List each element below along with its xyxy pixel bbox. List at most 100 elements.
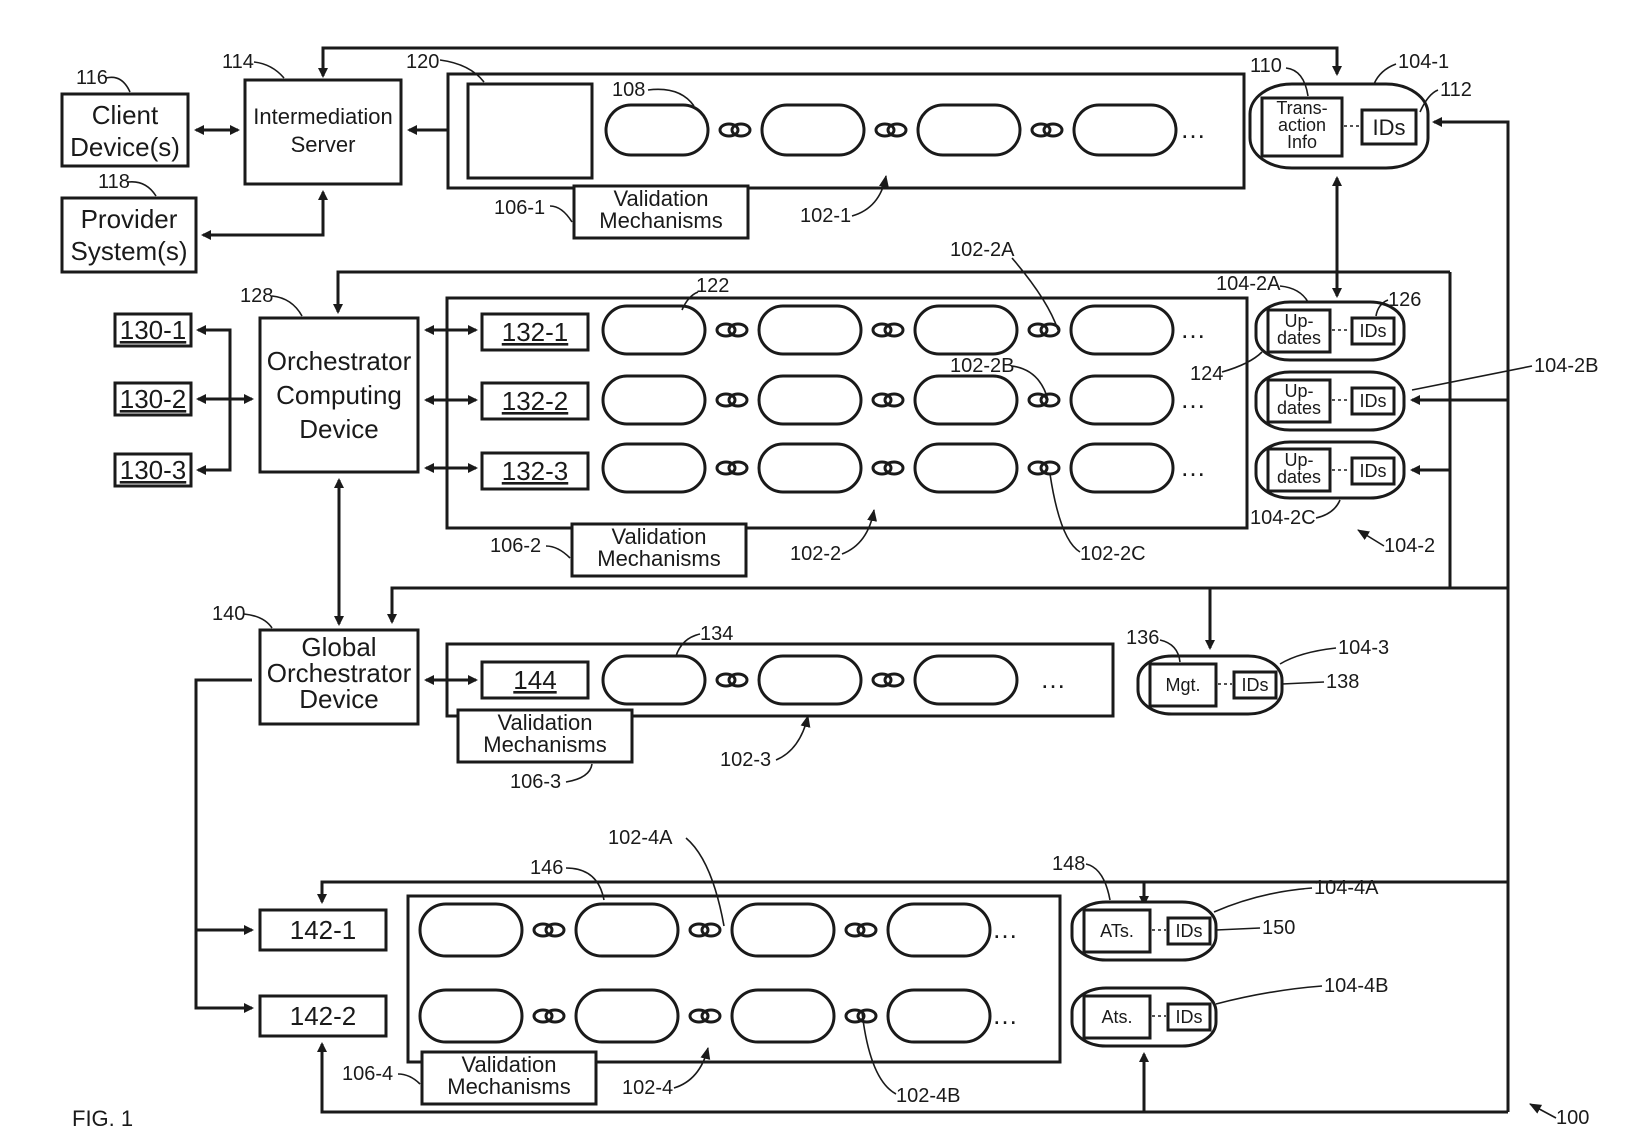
ref-106-1: 106-1 bbox=[494, 197, 545, 219]
ref-104-2C: 104-2C bbox=[1250, 507, 1316, 529]
node-130-2: 130-2 bbox=[115, 383, 191, 415]
svg-text:IDs: IDs bbox=[1373, 115, 1406, 140]
chain-ellipsis: … bbox=[1180, 452, 1206, 482]
svg-text:IDs: IDs bbox=[1360, 461, 1387, 481]
client-device-label-1: Client bbox=[92, 100, 159, 130]
ref-140: 140 bbox=[212, 603, 245, 625]
svg-text:Ats.: Ats. bbox=[1101, 1007, 1132, 1027]
ref-104-2A: 104-2A bbox=[1216, 273, 1281, 295]
svg-text:142-1: 142-1 bbox=[290, 915, 357, 945]
svg-text:dates: dates bbox=[1277, 398, 1321, 418]
validation-106-1: Validation Mechanisms bbox=[574, 186, 748, 238]
node-132-2: 132-2 bbox=[482, 383, 588, 419]
store-104-4A: ATs. IDs bbox=[1072, 902, 1216, 960]
ref-134: 134 bbox=[700, 623, 733, 645]
store-104-2B: Up- dates IDs bbox=[1256, 372, 1404, 430]
chain-block bbox=[759, 306, 861, 354]
client-device-label-2: Device(s) bbox=[70, 132, 180, 162]
svg-text:Mechanisms: Mechanisms bbox=[597, 546, 720, 571]
ref-112: 112 bbox=[1440, 79, 1472, 101]
svg-text:ATs.: ATs. bbox=[1100, 921, 1134, 941]
chain-block bbox=[915, 656, 1017, 704]
svg-text:144: 144 bbox=[513, 665, 556, 695]
ref-104-2: 104-2 bbox=[1384, 535, 1435, 557]
client-device-box: Client Device(s) bbox=[62, 94, 188, 166]
svg-text:132-2: 132-2 bbox=[502, 386, 569, 416]
provider-system-label-1: Provider bbox=[81, 204, 178, 234]
ref-102-4A: 102-4A bbox=[608, 827, 673, 849]
chain-ellipsis: … bbox=[1180, 114, 1206, 144]
ref-104-2B: 104-2B bbox=[1534, 355, 1599, 377]
ref-108: 108 bbox=[612, 79, 645, 101]
ref-126: 126 bbox=[1388, 289, 1421, 311]
svg-text:130-3: 130-3 bbox=[120, 455, 187, 485]
ref-124: 124 bbox=[1190, 363, 1223, 385]
validation-106-4: Validation Mechanisms bbox=[422, 1052, 596, 1104]
ref-146: 146 bbox=[530, 857, 563, 879]
ref-138: 138 bbox=[1326, 671, 1359, 693]
svg-text:Computing: Computing bbox=[276, 380, 402, 410]
svg-text:IDs: IDs bbox=[1242, 675, 1269, 695]
node-130-3: 130-3 bbox=[115, 454, 191, 486]
chain-block bbox=[603, 656, 705, 704]
global-to-142-bus bbox=[196, 680, 252, 1008]
node-130-1: 130-1 bbox=[115, 314, 191, 346]
store-104-2A: Up- dates IDs bbox=[1256, 302, 1404, 360]
ref-102-2B: 102-2B bbox=[950, 355, 1015, 377]
section3-top-arrow bbox=[392, 588, 1508, 622]
chain-ellipsis: … bbox=[992, 914, 1018, 944]
chain-block bbox=[603, 444, 705, 492]
svg-text:132-1: 132-1 bbox=[502, 317, 569, 347]
svg-text:IDs: IDs bbox=[1176, 1007, 1203, 1027]
chain-block bbox=[762, 105, 864, 155]
chain-ellipsis: … bbox=[1180, 314, 1206, 344]
ref-106-2: 106-2 bbox=[490, 535, 541, 557]
svg-text:dates: dates bbox=[1277, 467, 1321, 487]
ref-122: 122 bbox=[696, 275, 729, 297]
store-104-1: Trans- action Info IDs bbox=[1250, 84, 1428, 168]
node-132-1: 132-1 bbox=[482, 314, 588, 350]
ref-102-2: 102-2 bbox=[790, 543, 841, 565]
chain-block bbox=[576, 904, 678, 956]
node-132-3: 132-3 bbox=[482, 453, 588, 489]
ref-150: 150 bbox=[1262, 917, 1295, 939]
section2-right-frame bbox=[1450, 272, 1508, 588]
ref-114: 114 bbox=[222, 51, 254, 73]
svg-text:142-2: 142-2 bbox=[290, 1001, 357, 1031]
ref-106-3: 106-3 bbox=[510, 771, 561, 793]
svg-text:IDs: IDs bbox=[1360, 391, 1387, 411]
chain-ellipsis: … bbox=[992, 1000, 1018, 1030]
blockchain-102-3-blocks: … bbox=[603, 656, 1066, 704]
svg-text:IDs: IDs bbox=[1176, 921, 1203, 941]
chain-block bbox=[759, 444, 861, 492]
ref-106-4: 106-4 bbox=[342, 1063, 393, 1085]
validation-106-2: Validation Mechanisms bbox=[572, 524, 746, 576]
svg-text:130-1: 130-1 bbox=[120, 315, 187, 345]
svg-text:Device: Device bbox=[299, 684, 378, 714]
provider-system-box: Provider System(s) bbox=[62, 198, 196, 272]
provider-system-label-2: System(s) bbox=[71, 236, 188, 266]
store-104-4B: Ats. IDs bbox=[1072, 988, 1216, 1046]
chain-block bbox=[1071, 444, 1173, 492]
figure-caption: FIG. 1 bbox=[72, 1106, 133, 1131]
svg-text:Info: Info bbox=[1287, 132, 1317, 152]
chain-block bbox=[759, 656, 861, 704]
provider-server-arrow bbox=[203, 192, 323, 235]
ref-118: 118 bbox=[98, 171, 130, 193]
chain-block bbox=[759, 376, 861, 424]
global-orchestrator-box: Global Orchestrator Device bbox=[260, 630, 418, 724]
ref-120: 120 bbox=[406, 51, 439, 73]
svg-text:Mechanisms: Mechanisms bbox=[483, 732, 606, 757]
ref-102-3: 102-3 bbox=[720, 749, 771, 771]
ref-110: 110 bbox=[1250, 55, 1282, 77]
node-144: 144 bbox=[482, 662, 588, 698]
ref-104-3: 104-3 bbox=[1338, 637, 1389, 659]
ref-148: 148 bbox=[1052, 853, 1085, 875]
ref-102-1: 102-1 bbox=[800, 205, 851, 227]
svg-text:130-2: 130-2 bbox=[120, 384, 187, 414]
svg-text:Device: Device bbox=[299, 414, 378, 444]
validation-106-3: Validation Mechanisms bbox=[458, 710, 632, 762]
block-120 bbox=[468, 84, 592, 178]
ref-104-4B: 104-4B bbox=[1324, 975, 1389, 997]
